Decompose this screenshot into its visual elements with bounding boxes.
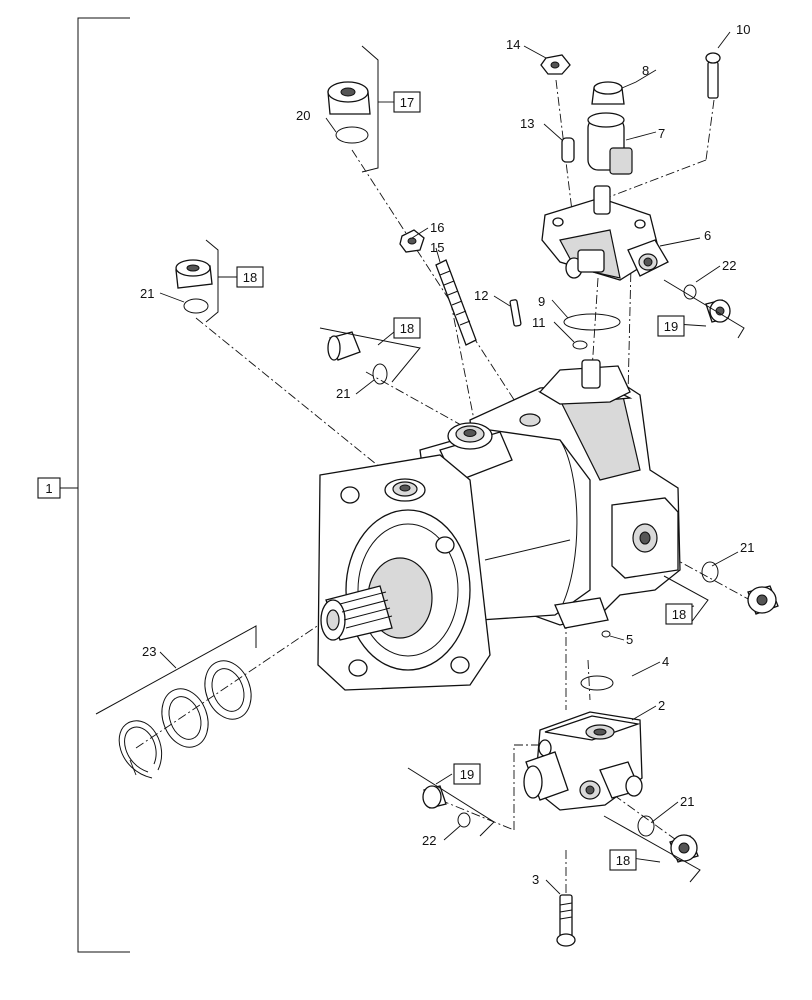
callout-18-right: 18: [672, 607, 686, 622]
callout-22-lower: 22: [422, 833, 436, 848]
assembly-bracket: [60, 17, 130, 953]
motor-housing: [317, 359, 681, 691]
o-ring-4: [580, 675, 614, 691]
group-brackets: [95, 45, 745, 883]
callout-leaders: [159, 31, 739, 895]
callout-9: 9: [538, 294, 545, 309]
callout-21-mid: 21: [336, 386, 350, 401]
callout-18-mid: 18: [400, 321, 414, 336]
callout-19-upper: 19: [664, 319, 678, 334]
callout-10: 10: [736, 22, 750, 37]
ring-set-23: [118, 660, 252, 779]
plug-19-upper-set: [683, 284, 731, 323]
callout-11: 11: [532, 315, 546, 330]
callout-22-upper: 22: [722, 258, 736, 273]
lower-valve-block: [523, 711, 643, 811]
callout-21-lower: 21: [680, 794, 694, 809]
plug-18-mid-set: [327, 331, 388, 385]
plug-18-upper-left-set: [175, 259, 213, 314]
callout-18-upper-left: 18: [243, 270, 257, 285]
callout-6: 6: [704, 228, 711, 243]
callout-7: 7: [658, 126, 665, 141]
callout-15: 15: [430, 240, 444, 255]
callout-5: 5: [626, 632, 633, 647]
plug-18-lower-set: [637, 815, 699, 863]
callout-3: 3: [532, 872, 539, 887]
plug-19-lower-set: [422, 785, 471, 828]
o-ring-5: [601, 630, 611, 638]
callout-21-right: 21: [740, 540, 754, 555]
stud-and-nut: [399, 229, 477, 346]
callout-13: 13: [520, 116, 534, 131]
callout-16: 16: [430, 220, 444, 235]
callout-20: 20: [296, 108, 310, 123]
callout-2: 2: [658, 698, 665, 713]
bolt-3: [556, 894, 576, 947]
callout-14: 14: [506, 37, 520, 52]
callout-12: 12: [474, 288, 488, 303]
plug-17-set: [327, 81, 371, 144]
callout-numbers: 14 8 10 13 7 6 20 16 15 12 9 11 21 21 22…: [140, 22, 754, 887]
callout-18-lower: 18: [616, 853, 630, 868]
boxed-callouts: 1 17 18 18 19 18 19 18: [37, 91, 693, 871]
callout-8: 8: [642, 63, 649, 78]
control-valve-assembly: [509, 52, 721, 350]
callout-23: 23: [142, 644, 156, 659]
callout-17: 17: [400, 95, 414, 110]
callout-19-lower: 19: [460, 767, 474, 782]
plug-18-right-set: [701, 561, 779, 615]
callout-21-upper-left: 21: [140, 286, 154, 301]
callout-4: 4: [662, 654, 669, 669]
callout-1: 1: [45, 481, 52, 496]
